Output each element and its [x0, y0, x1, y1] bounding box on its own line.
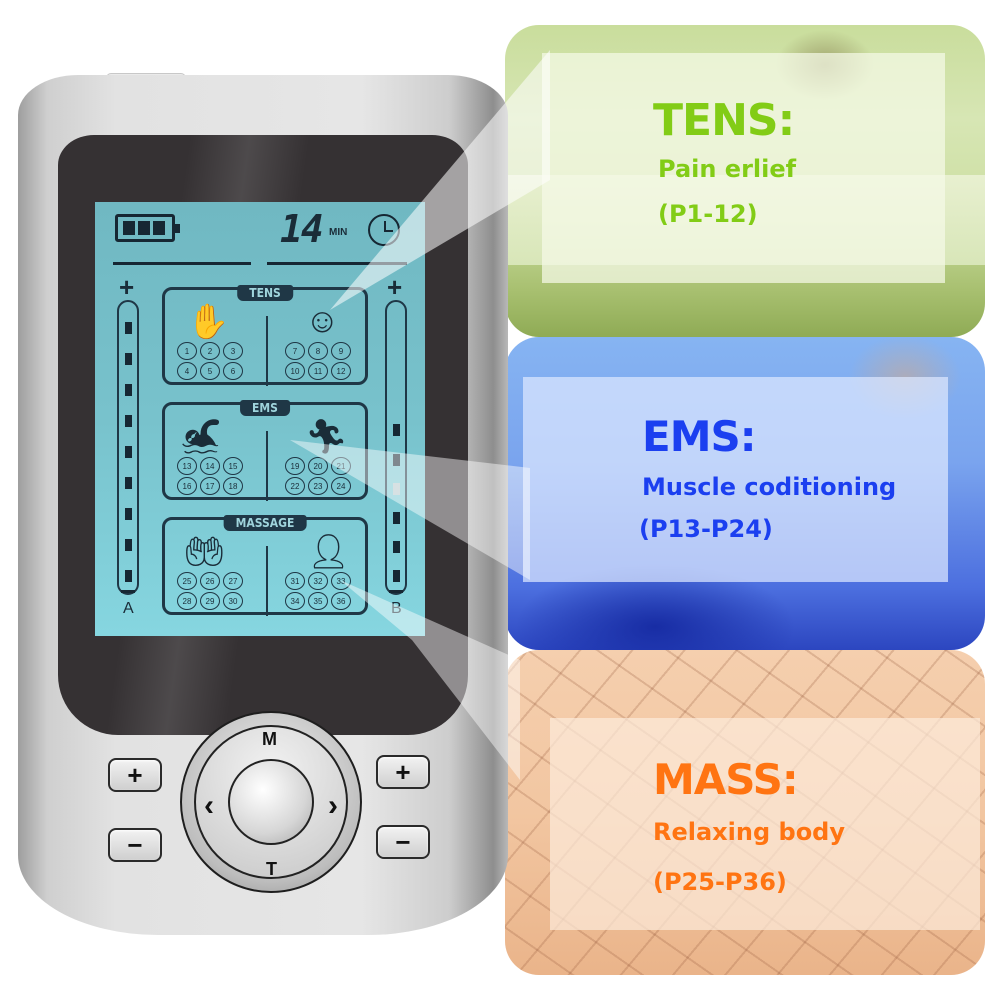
program-number: 31 [285, 572, 305, 590]
swimmer-icon: 🏊︎ [179, 418, 223, 456]
mode-box-massage: MASSAGE 🤲︎ 👤︎ 25 26 27 28 29 30 31 32 33… [162, 515, 368, 616]
program-number: 5 [200, 362, 220, 380]
program-number: 28 [177, 592, 197, 610]
program-number: 6 [223, 362, 243, 380]
program-number: 13 [177, 457, 197, 475]
timer-unit: MIN [329, 227, 348, 238]
program-number: 7 [285, 342, 305, 360]
program-number: 33 [331, 572, 351, 590]
channel-b-intensity-bar [385, 300, 407, 595]
tens-label-box [542, 53, 945, 283]
program-list: 7 8 9 10 11 12 [285, 342, 357, 380]
program-number: 19 [285, 457, 305, 475]
channel-b-plus-button[interactable]: + [376, 755, 430, 789]
program-number: 16 [177, 477, 197, 495]
mode-tag: MASSAGE [223, 515, 307, 531]
mode-button[interactable]: M [262, 729, 277, 749]
power-ok-button[interactable] [228, 759, 314, 845]
divider-line [113, 262, 251, 265]
channel-a-label: A [123, 600, 134, 617]
channel-b-plus-icon: + [387, 272, 403, 302]
program-number: 4 [177, 362, 197, 380]
channel-b-label: B [391, 600, 402, 617]
channel-a-minus-button[interactable]: − [108, 828, 162, 862]
mode-tag: TENS [237, 285, 293, 301]
program-number: 18 [223, 477, 243, 495]
ems-label-box [523, 377, 948, 582]
program-number: 15 [223, 457, 243, 475]
clock-icon [368, 214, 400, 246]
program-number: 22 [285, 477, 305, 495]
tens-title: TENS: [653, 95, 795, 146]
channel-b-minus-button[interactable]: − [376, 825, 430, 859]
ems-panel: EMS: Muscle coditioning (P13-P24) [505, 337, 985, 650]
massage-label-box [550, 718, 980, 930]
tens-unit-device: 14 MIN + A + B TENS ✋ ☺ 1 [18, 73, 508, 935]
ems-description: Muscle coditioning [642, 473, 897, 501]
program-number: 3 [223, 342, 243, 360]
program-list: 13 14 15 16 17 18 [177, 457, 249, 495]
tens-panel: TENS: Pain erlief (P1-12) [505, 25, 985, 337]
navigation-dpad[interactable]: M T ‹ › [180, 711, 362, 893]
massage-description: Relaxing body [653, 818, 845, 846]
program-number: 2 [200, 342, 220, 360]
runner-icon: 🏃︎ [305, 418, 349, 456]
program-number: 8 [308, 342, 328, 360]
neck-shoulder-icon: 👤︎ [307, 533, 351, 571]
timer-value: 14 [280, 207, 324, 251]
program-number: 23 [308, 477, 328, 495]
program-number: 30 [223, 592, 243, 610]
program-number: 35 [308, 592, 328, 610]
lcd-screen: 14 MIN + A + B TENS ✋ ☺ 1 [95, 202, 425, 636]
program-number: 14 [200, 457, 220, 475]
program-number: 32 [308, 572, 328, 590]
program-number: 34 [285, 592, 305, 610]
hand-massage-icon: 🤲︎ [183, 533, 227, 571]
program-number: 11 [308, 362, 328, 380]
tens-program-range: (P1-12) [658, 200, 758, 228]
channel-a-plus-icon: + [119, 272, 135, 302]
massage-panel: MASS: Relaxing body (P25-P36) [505, 650, 985, 975]
channel-a-plus-button[interactable]: + [108, 758, 162, 792]
mode-box-ems: EMS 🏊︎ 🏃︎ 13 14 15 16 17 18 19 20 21 22 … [162, 400, 368, 501]
program-number: 12 [331, 362, 351, 380]
program-list: 25 26 27 28 29 30 [177, 572, 249, 610]
program-number: 17 [200, 477, 220, 495]
program-number: 36 [331, 592, 351, 610]
battery-icon [115, 214, 180, 242]
hand-on-head-icon: ✋ [187, 303, 230, 341]
program-list: 19 20 21 22 23 24 [285, 457, 357, 495]
channel-a-minus-icon [121, 590, 135, 593]
program-number: 27 [223, 572, 243, 590]
head-massage-icon: ☺ [305, 302, 340, 340]
right-arrow-button[interactable]: › [328, 789, 338, 822]
ems-program-range: (P13-P24) [639, 515, 773, 543]
program-number: 26 [200, 572, 220, 590]
mode-box-tens: TENS ✋ ☺ 1 2 3 4 5 6 7 8 9 10 11 12 [162, 285, 368, 386]
program-number: 10 [285, 362, 305, 380]
program-list: 1 2 3 4 5 6 [177, 342, 249, 380]
ems-title: EMS: [642, 412, 757, 461]
tens-description: Pain erlief [658, 155, 797, 183]
program-number: 20 [308, 457, 328, 475]
program-number: 1 [177, 342, 197, 360]
program-number: 9 [331, 342, 351, 360]
program-number: 24 [331, 477, 351, 495]
program-number: 25 [177, 572, 197, 590]
program-number: 21 [331, 457, 351, 475]
timer-button[interactable]: T [266, 859, 277, 879]
massage-title: MASS: [653, 755, 799, 804]
mode-tag: EMS [240, 400, 290, 416]
channel-b-minus-icon [389, 590, 403, 593]
divider-line [267, 262, 407, 265]
program-list: 31 32 33 34 35 36 [285, 572, 357, 610]
channel-a-intensity-bar [117, 300, 139, 595]
program-number: 29 [200, 592, 220, 610]
massage-program-range: (P25-P36) [653, 868, 787, 896]
left-arrow-button[interactable]: ‹ [204, 789, 214, 822]
